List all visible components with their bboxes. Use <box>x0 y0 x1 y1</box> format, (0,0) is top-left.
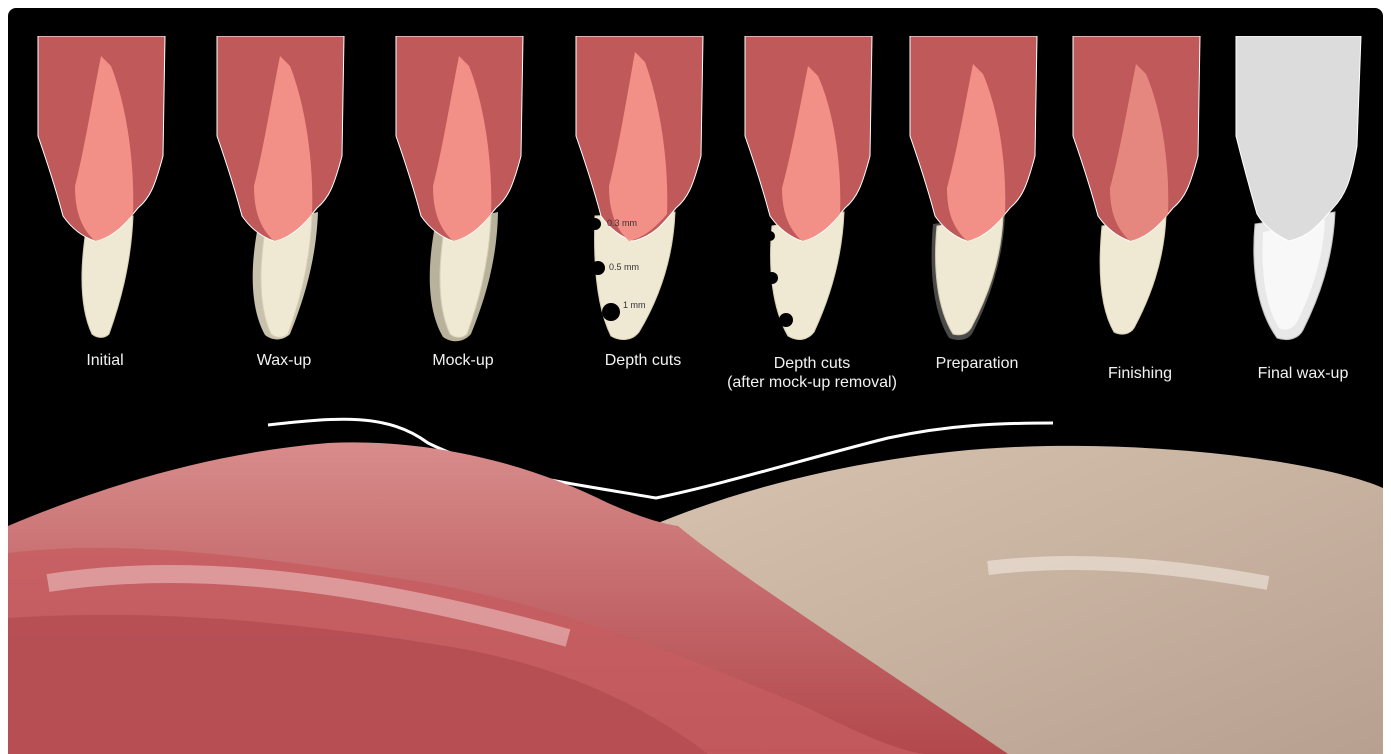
figure-frame: Initial Wax-up Mock-up <box>8 8 1383 754</box>
stage-initial: Initial <box>35 36 175 406</box>
stage-label-line1: Mock-up <box>363 351 563 370</box>
tooth-diagram-depth-cuts: 0.3 mm 0.5 mm 1 mm <box>573 36 713 346</box>
depth-cut-notch <box>602 303 620 321</box>
stage-row: Initial Wax-up Mock-up <box>8 8 1383 408</box>
depth-mark-label: 0.3 mm <box>607 218 637 228</box>
stage-depth-cuts: 0.3 mm 0.5 mm 1 mm Depth cuts <box>573 36 713 406</box>
depth-mark-label: 1 mm <box>623 300 646 310</box>
clinical-photo <box>8 408 1383 754</box>
stage-mock-up: Mock-up <box>393 36 533 406</box>
depth-cut-notch <box>766 272 778 284</box>
stage-label-line1: Initial <box>8 351 205 370</box>
tooth-diagram-depth-cuts-after-removal <box>742 36 882 346</box>
stage-finishing: Finishing <box>1070 36 1210 406</box>
stage-label-line2: (after mock-up removal) <box>712 373 912 392</box>
tooth-diagram-wax-up <box>214 36 354 346</box>
depth-cut-notch <box>779 313 793 327</box>
tooth-diagram-finishing <box>1070 36 1210 346</box>
stage-wax-up: Wax-up <box>214 36 354 406</box>
stage-label: Mock-up <box>363 351 563 370</box>
depth-cut-notch <box>591 261 605 275</box>
stage-label-line1: Wax-up <box>184 351 384 370</box>
stage-label: Final wax-up <box>1203 364 1383 383</box>
stage-label-line1: Final wax-up <box>1203 364 1383 383</box>
depth-cut-notch <box>765 231 775 241</box>
stage-label: Wax-up <box>184 351 384 370</box>
tooth-diagram-initial <box>35 36 175 346</box>
tooth-diagram-mock-up <box>393 36 533 346</box>
tooth-diagram-final-wax-up <box>1233 36 1373 346</box>
depth-mark-label: 0.5 mm <box>609 262 639 272</box>
stage-preparation: Preparation <box>907 36 1047 406</box>
stage-label: Initial <box>8 351 205 370</box>
stage-final-wax-up: Final wax-up <box>1233 36 1373 406</box>
depth-cut-notch <box>589 218 601 230</box>
tooth-diagram-preparation <box>907 36 1047 346</box>
stage-depth-cuts-after-removal: Depth cuts (after mock-up removal) <box>742 36 882 406</box>
